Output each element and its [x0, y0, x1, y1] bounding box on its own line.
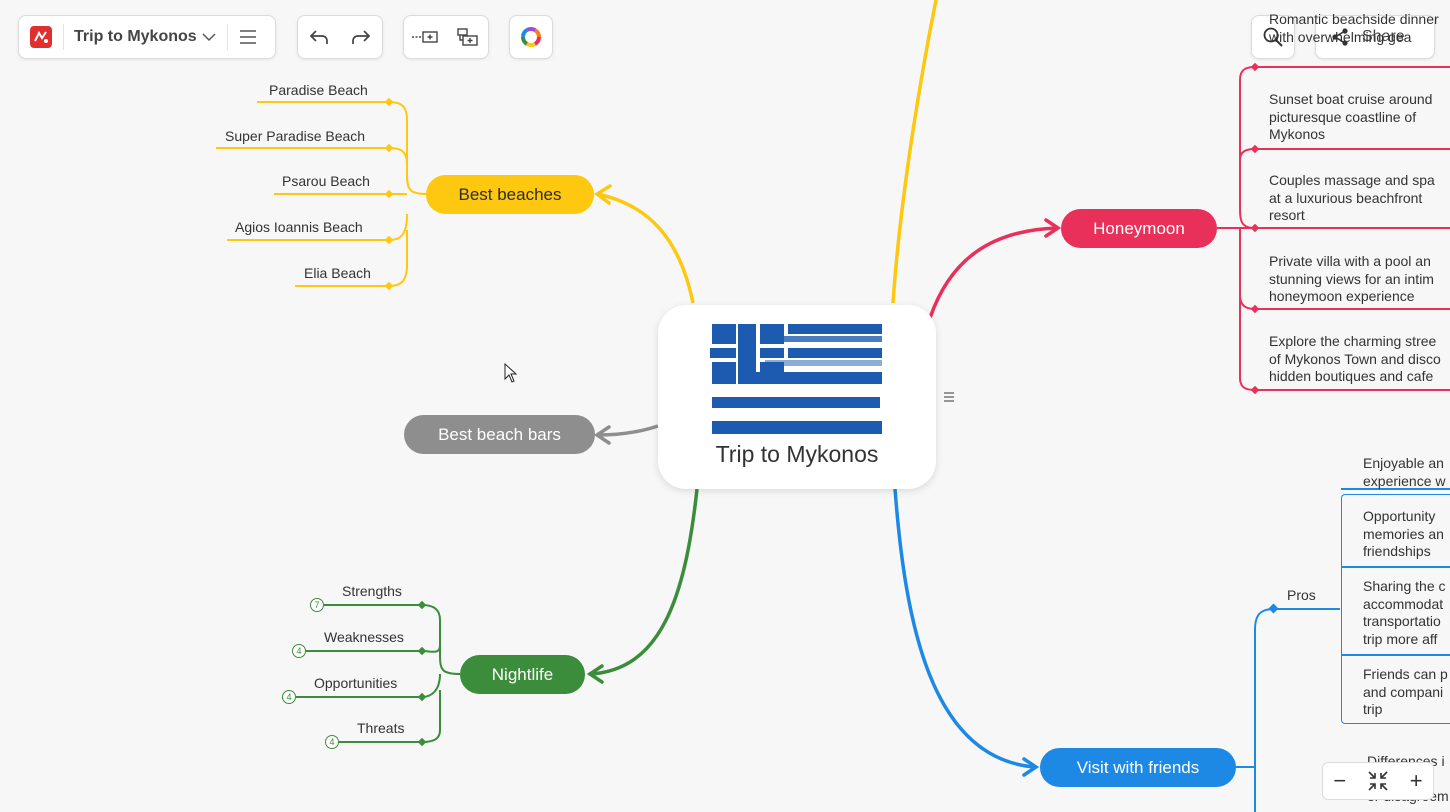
map-title-dropdown[interactable]: Trip to Mykonos [64, 16, 227, 58]
topic-visit-with-friends[interactable]: Visit with friends [1040, 748, 1236, 787]
topic-honeymoon[interactable]: Honeymoon [1061, 209, 1217, 248]
connector-honeymoon [928, 226, 1059, 319]
zoom-in-button[interactable]: + [1409, 768, 1423, 793]
connector-nightlife [589, 488, 699, 676]
honeymoon-note-town[interactable]: Explore the charming stree of Mykonos To… [1269, 333, 1441, 384]
redo-icon[interactable] [340, 16, 382, 58]
leaf-psarou-beach[interactable]: Psarou Beach [282, 173, 370, 189]
node-menu-icon[interactable] [943, 390, 955, 408]
history-toolbar [297, 15, 383, 59]
chevron-down-icon [202, 33, 216, 42]
title-toolbar: Trip to Mykonos [18, 15, 276, 59]
threats-count-badge[interactable]: 4 [325, 735, 339, 749]
subtopic-pros[interactable]: Pros [1287, 587, 1316, 603]
map-title: Trip to Mykonos [74, 28, 197, 45]
central-topic-label: Trip to Mykonos [715, 441, 879, 467]
share-icon [1332, 28, 1348, 46]
nightlife-leaf-connectors [296, 604, 461, 743]
color-theme-icon[interactable] [510, 16, 552, 58]
leaf-weaknesses[interactable]: Weaknesses [324, 629, 404, 645]
greek-flag-image [710, 324, 882, 434]
add-sibling-topic-icon[interactable] [404, 16, 446, 58]
pros-note-companionship[interactable]: Friends can p and compani trip [1363, 666, 1448, 717]
topic-nightlife[interactable]: Nightlife [460, 655, 585, 694]
leaf-super-paradise-beach[interactable]: Super Paradise Beach [225, 128, 366, 144]
beaches-leaf-connectors [216, 101, 428, 287]
share-button[interactable]: Share [1315, 15, 1435, 59]
topic-best-beaches[interactable]: Best beaches [426, 175, 594, 214]
honeymoon-note-partial[interactable]: Romantic beachside dinner with overwhelm… [1269, 11, 1439, 45]
leaf-strengths[interactable]: Strengths [342, 583, 402, 599]
topic-toolbar [403, 15, 489, 59]
connector-best-beach-bars [597, 424, 659, 437]
honeymoon-note-spa[interactable]: Couples massage and spa at a luxurious b… [1269, 172, 1435, 223]
undo-icon[interactable] [298, 16, 340, 58]
pros-note-sharing-costs[interactable]: Sharing the c accommodat transportatio t… [1363, 578, 1446, 647]
hamburger-menu-icon[interactable] [228, 16, 268, 58]
mindmap-app-logo-icon[interactable] [19, 16, 63, 58]
pros-box-group [1341, 494, 1450, 724]
share-label: Share [1362, 28, 1405, 45]
leaf-elia-beach[interactable]: Elia Beach [304, 265, 371, 281]
honeymoon-note-villa[interactable]: Private villa with a pool an stunning vi… [1269, 253, 1434, 304]
fit-to-screen-icon[interactable] [1367, 770, 1389, 792]
leaf-opportunities[interactable]: Opportunities [314, 675, 398, 691]
mouse-pointer-icon [504, 363, 518, 383]
connector-best-beaches [596, 192, 695, 304]
add-child-topic-icon[interactable] [446, 16, 488, 58]
weaknesses-count-badge[interactable]: 4 [292, 644, 306, 658]
topic-best-beach-bars[interactable]: Best beach bars [404, 415, 595, 454]
strengths-count-badge[interactable]: 7 [310, 598, 324, 612]
zoom-out-button[interactable]: − [1333, 768, 1347, 793]
connector-top-branch [891, 0, 938, 304]
pros-note-memories[interactable]: Opportunity memories an friendships [1363, 508, 1444, 559]
theme-toolbar [509, 15, 553, 59]
opportunities-count-badge[interactable]: 4 [282, 690, 296, 704]
central-topic[interactable]: Trip to Mykonos [658, 305, 936, 489]
leaf-threats[interactable]: Threats [357, 720, 405, 736]
leaf-agios-ioannis-beach[interactable]: Agios Ioannis Beach [235, 219, 363, 235]
search-icon [1252, 16, 1294, 58]
connector-visit-with-friends [893, 488, 1037, 769]
search-button[interactable] [1251, 15, 1295, 59]
leaf-paradise-beach[interactable]: Paradise Beach [269, 82, 368, 98]
zoom-controls: − + [1322, 762, 1434, 800]
pros-note-enjoyable[interactable]: Enjoyable an experience w [1363, 455, 1446, 489]
honeymoon-note-boat-cruise[interactable]: Sunset boat cruise around picturesque co… [1269, 91, 1433, 142]
